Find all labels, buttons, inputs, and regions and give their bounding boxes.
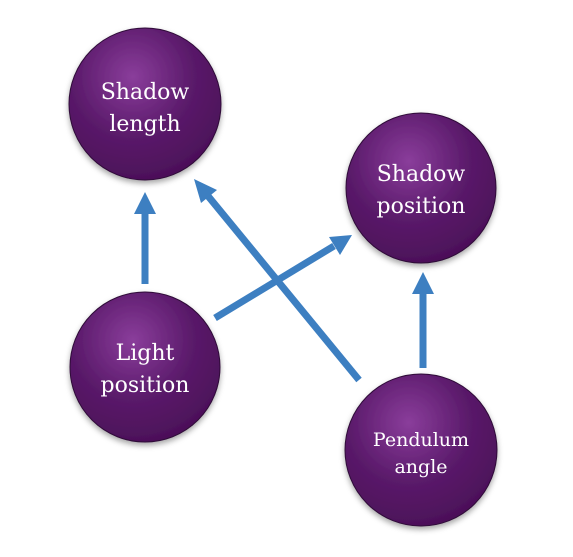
node-pendulum-angle: Pendulum angle: [344, 373, 498, 527]
node-pendulum-angle-line1: Pendulum: [373, 429, 469, 451]
arrow-light-position-to-shadow-position: [213, 235, 352, 321]
node-light-position: Light position: [69, 291, 221, 443]
node-shadow-length-line2: length: [109, 112, 180, 137]
arrow-pendulum-angle-to-shadow-length: [194, 179, 362, 383]
arrows: [134, 179, 434, 383]
node-shadow-position: Shadow position: [345, 112, 497, 264]
node-pendulum-angle-line2: angle: [394, 456, 447, 478]
node-shadow-length: Shadow length: [68, 27, 222, 181]
arrow-pendulum-angle-to-shadow-position: [412, 272, 434, 368]
node-shadow-length-line1: Shadow: [101, 80, 190, 105]
arrow-light-position-to-shadow-length: [134, 192, 156, 284]
node-shadow-position-line1: Shadow: [377, 162, 466, 187]
node-light-position-line1: Light: [116, 341, 175, 366]
node-light-position-line2: position: [101, 373, 190, 398]
node-shadow-position-line2: position: [377, 194, 466, 219]
